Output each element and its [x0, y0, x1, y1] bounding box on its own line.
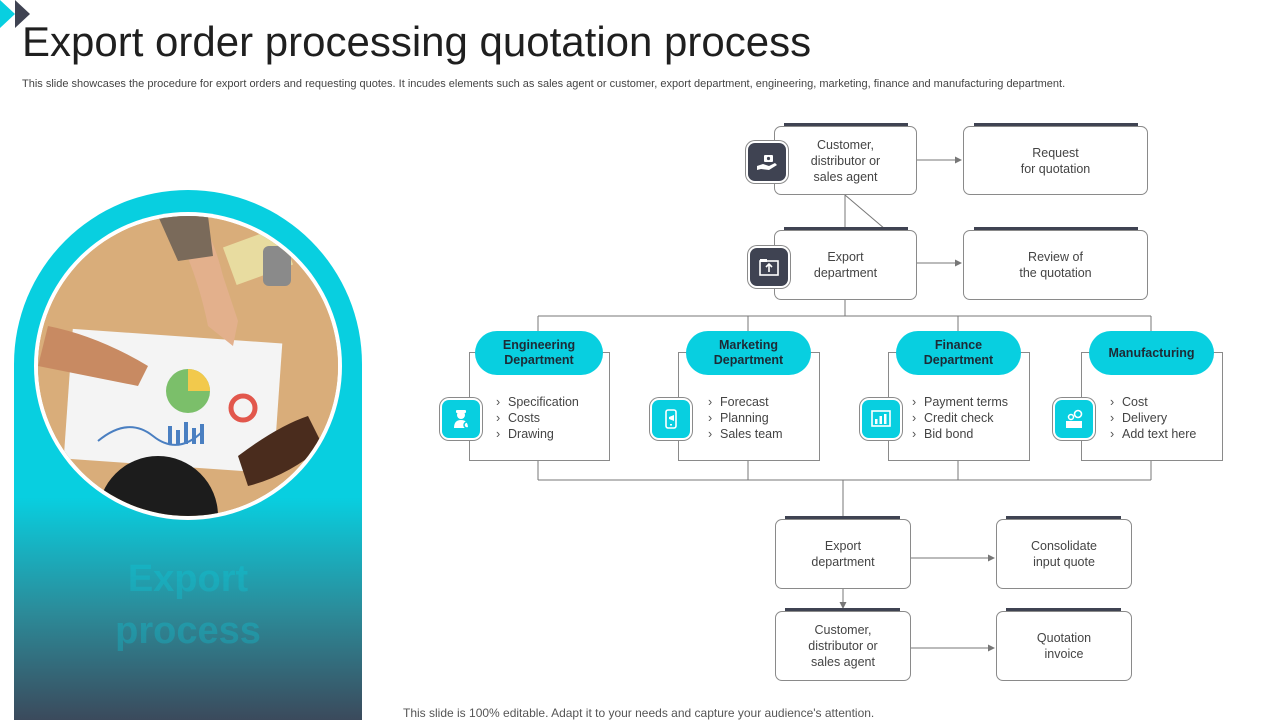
list-item: ›Payment terms — [912, 395, 1009, 409]
box-bar — [1006, 516, 1121, 521]
box-bar — [785, 608, 900, 613]
request-quotation-box: Request for quotation — [963, 126, 1148, 195]
page-title: Export order processing quotation proces… — [22, 18, 812, 65]
marketing-items: ›Forecast ›Planning ›Sales team — [708, 394, 783, 442]
manufacturing-pill: Manufacturing — [1089, 331, 1214, 375]
upload-box-icon — [750, 248, 788, 286]
quotation-invoice-box: Quotation invoice — [996, 611, 1132, 681]
customer-box: Customer, distributor or sales agent — [774, 126, 917, 195]
list-item: ›Drawing — [496, 427, 554, 441]
review-quotation-box: Review of the quotation — [963, 230, 1148, 300]
manufacturing-items: ›Cost ›Delivery ›Add text here — [1110, 394, 1196, 442]
page-subtitle: This slide showcases the procedure for e… — [22, 78, 1066, 90]
consolidate-quote-box: Consolidate input quote — [996, 519, 1132, 589]
factory-gears-icon — [1055, 400, 1093, 438]
list-item: ›Planning — [708, 411, 769, 425]
finance-items: ›Payment terms ›Credit check ›Bid bond — [912, 394, 1008, 442]
list-item: ›Sales team — [708, 427, 783, 441]
hand-with-money-icon — [748, 143, 786, 181]
mobile-marketing-icon — [652, 400, 690, 438]
box-bar — [974, 227, 1138, 232]
finance-chart-icon — [862, 400, 900, 438]
export-process-line2: process — [115, 610, 261, 652]
list-item: ›Add text here — [1110, 427, 1197, 441]
finance-pill: Finance Department — [896, 331, 1021, 375]
engineering-items: ›Specification ›Costs ›Drawing — [496, 394, 579, 442]
marketing-pill: Marketing Department — [686, 331, 811, 375]
footer-note: This slide is 100% editable. Adapt it to… — [403, 706, 875, 720]
box-bar — [974, 123, 1138, 128]
list-item: ›Credit check — [912, 411, 994, 425]
export-department-box: Export department — [774, 230, 917, 300]
box-bar — [784, 123, 908, 128]
engineer-icon — [442, 400, 480, 438]
box-bar — [1006, 608, 1121, 613]
corner-arrows-icon — [0, 0, 30, 28]
export-process-line1: Export — [127, 558, 249, 600]
list-item: ›Costs — [496, 411, 540, 425]
list-item: ›Specification — [496, 395, 579, 409]
box-bar — [784, 227, 908, 232]
engineering-pill: Engineering Department — [475, 331, 603, 375]
export-department-box-2: Export department — [775, 519, 911, 589]
box-bar — [785, 516, 900, 521]
customer-box-2: Customer, distributor or sales agent — [775, 611, 911, 681]
list-item: ›Bid bond — [912, 427, 974, 441]
list-item: ›Delivery — [1110, 411, 1168, 425]
list-item: ›Forecast — [708, 395, 769, 409]
list-item: ›Cost — [1110, 395, 1148, 409]
meeting-photo — [38, 216, 338, 516]
